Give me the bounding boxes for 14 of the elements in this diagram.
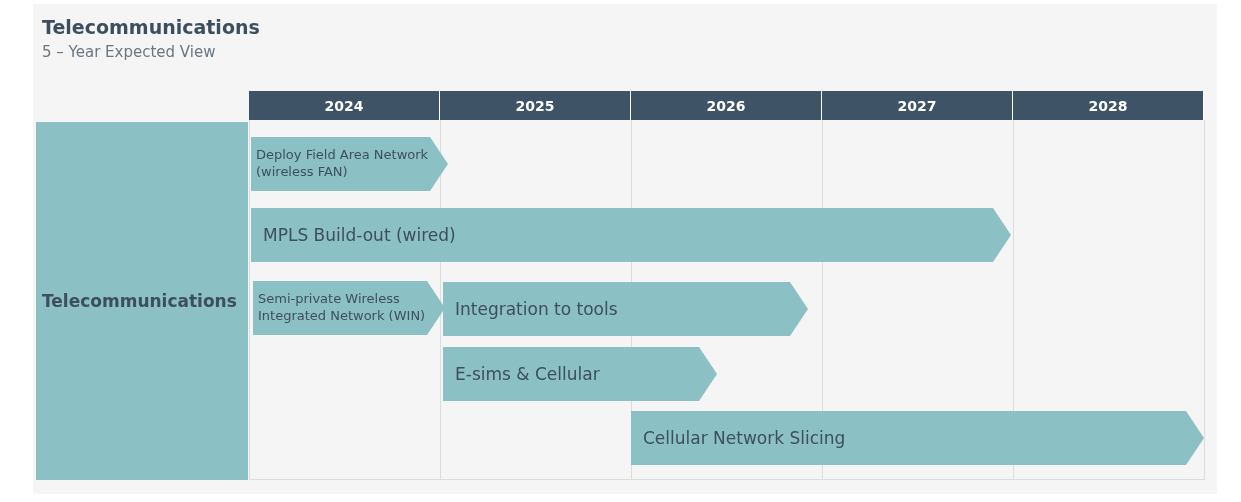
chevron-bar: E-sims & Cellular: [443, 347, 717, 401]
chevron-bar: MPLS Build-out (wired): [251, 208, 1011, 262]
row-header: Telecommunications: [36, 122, 248, 480]
chevron-bar: Semi-private Wireless Integrated Network (WIN): [253, 281, 445, 335]
year-header: 2027: [822, 91, 1013, 120]
year-header: 2026: [631, 91, 822, 120]
year-header: 2024: [249, 91, 440, 120]
year-header: 2028: [1013, 91, 1204, 120]
diagram-title: Telecommunications: [42, 16, 260, 38]
subtitle: 5 – Year Expected View: [42, 43, 216, 61]
chevron-bar: Cellular Network Slicing: [631, 411, 1204, 465]
chevron-bar: Deploy Field Area Network (wireless FAN): [251, 137, 448, 191]
chevron-bar: Integration to tools: [443, 282, 808, 336]
year-header: 2025: [440, 91, 631, 120]
